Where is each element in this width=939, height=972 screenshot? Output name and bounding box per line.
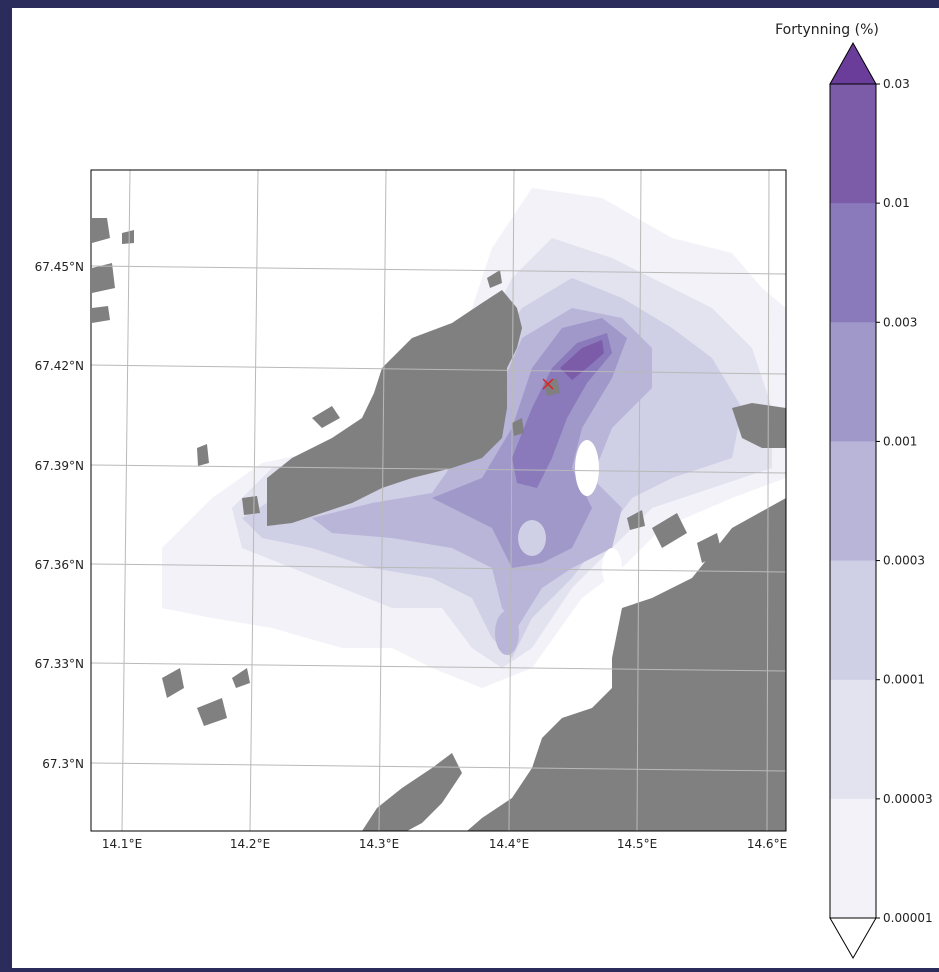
land-islet (312, 406, 340, 428)
land-islet (162, 668, 184, 698)
colorbar-title: Fortynning (%) (775, 22, 879, 38)
colorbar-segment (830, 203, 876, 323)
map-panel: 14.1°E 14.2°E 14.3°E 14.4°E 14.5°E 14.6°… (35, 169, 787, 851)
gridline-lat (91, 662, 786, 672)
colorbar-ticks: 0.03 0.01 0.003 0.001 0.0003 0.0001 0.00003 0.0… (876, 77, 933, 925)
colorbar-tick-label: 0.00003 (883, 792, 933, 806)
lat-label: 67.45°N (35, 260, 84, 274)
gridline-lat (91, 762, 786, 772)
land-islet (652, 513, 687, 548)
colorbar-segments (830, 84, 876, 919)
colorbar-segment (830, 798, 876, 919)
land-islet (487, 270, 502, 288)
land-southeast-coast (467, 498, 786, 831)
colorbar-tick-label: 0.0001 (883, 673, 925, 687)
land-islet (197, 444, 209, 466)
colorbar-tick-label: 0.00001 (883, 911, 933, 925)
lon-label: 14.6°E (747, 837, 787, 851)
land-islet (242, 496, 260, 515)
land (92, 218, 786, 831)
land-islet (627, 510, 645, 530)
land-peninsula-north (267, 290, 522, 526)
colorbar-segment (830, 441, 876, 562)
gridline-lat (91, 265, 786, 275)
gridline-lon (766, 170, 770, 831)
lat-label: 67.36°N (35, 558, 84, 572)
plume-spot (495, 611, 519, 655)
land-south-islands (362, 753, 462, 831)
gridline-lon (249, 170, 259, 831)
colorbar-tick-label: 0.01 (883, 196, 910, 210)
plume-gap (518, 520, 546, 556)
gridline-lon (508, 170, 515, 831)
map-content (91, 170, 786, 831)
gridline-lat (91, 364, 786, 375)
lat-axis-labels: 67.45°N 67.42°N 67.39°N 67.36°N 67.33°N … (35, 260, 84, 771)
land-islet (197, 698, 227, 726)
lon-label: 14.1°E (102, 837, 142, 851)
lat-label: 67.42°N (35, 359, 84, 373)
gridline-lat (91, 464, 786, 474)
colorbar-segment (830, 679, 876, 800)
plume-level-7 (560, 340, 604, 380)
colorbar-segment (830, 322, 876, 442)
land-east-island (732, 403, 786, 448)
land-islet (92, 263, 115, 293)
figure: 14.1°E 14.2°E 14.3°E 14.4°E 14.5°E 14.6°… (12, 8, 939, 968)
colorbar: Fortynning (%) 0.030.010.0030.0010.00030… (775, 22, 933, 960)
land-islet (122, 230, 134, 244)
colorbar-tick-label: 0.003 (883, 315, 917, 329)
land-islet (232, 668, 250, 688)
plume-gap (575, 440, 599, 496)
lat-label: 67.3°N (42, 757, 84, 771)
land-islet (92, 306, 110, 323)
lon-label: 14.2°E (230, 837, 270, 851)
lon-axis-labels: 14.1°E 14.2°E 14.3°E 14.4°E 14.5°E 14.6°… (102, 837, 787, 851)
gridline-lon (636, 170, 642, 831)
figure-svg: 14.1°E 14.2°E 14.3°E 14.4°E 14.5°E 14.6°… (35, 22, 933, 960)
source-marker (542, 378, 554, 390)
map-frame (90, 169, 787, 832)
colorbar-tick-label: 0.001 (883, 434, 917, 448)
colorbar-tick-label: 0.0003 (883, 554, 925, 568)
lon-label: 14.5°E (617, 837, 657, 851)
colorbar-segment (830, 560, 876, 681)
land-islet (697, 533, 722, 563)
gridlines (91, 170, 786, 831)
colorbar-tick-label: 0.03 (883, 77, 910, 91)
lat-label: 67.33°N (35, 657, 84, 671)
land-islet (512, 418, 524, 436)
colorbar-segment (830, 84, 876, 204)
colorbar-extend-min (829, 917, 877, 960)
lon-label: 14.4°E (489, 837, 529, 851)
lat-label: 67.39°N (35, 459, 84, 473)
plume-gap (602, 548, 622, 588)
lon-label: 14.3°E (359, 837, 399, 851)
gridline-lon (378, 170, 387, 831)
colorbar-frame (829, 83, 877, 919)
gridline-lon (121, 170, 131, 831)
gridline-lat (91, 563, 786, 573)
land-islet (92, 218, 110, 243)
colorbar-extend-max (829, 41, 877, 85)
